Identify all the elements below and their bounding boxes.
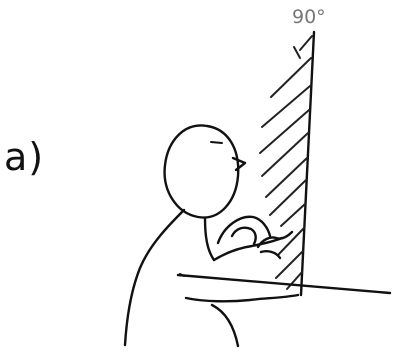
lap xyxy=(212,305,238,346)
forearm xyxy=(186,295,298,301)
upper-arm xyxy=(214,238,282,260)
hand-fold xyxy=(232,228,256,244)
person xyxy=(125,125,298,346)
hatch-line xyxy=(266,158,307,197)
hatch-line xyxy=(270,180,306,215)
hatch-line xyxy=(294,47,300,58)
hatch-line xyxy=(260,110,309,153)
thumb xyxy=(261,251,280,258)
hatch-line xyxy=(281,204,305,226)
surface-edge xyxy=(301,32,314,295)
hatch-line xyxy=(262,133,308,176)
table-edge xyxy=(178,275,390,293)
angle-label: 90° xyxy=(292,6,326,28)
torso-front xyxy=(205,218,214,260)
hatch-line xyxy=(300,36,312,50)
hatch-line xyxy=(262,86,310,127)
head xyxy=(165,125,239,217)
eye xyxy=(211,142,222,143)
hatched-surface xyxy=(260,32,314,295)
panel-label: a) xyxy=(4,135,44,179)
back xyxy=(125,210,184,345)
hand-top xyxy=(218,217,270,243)
